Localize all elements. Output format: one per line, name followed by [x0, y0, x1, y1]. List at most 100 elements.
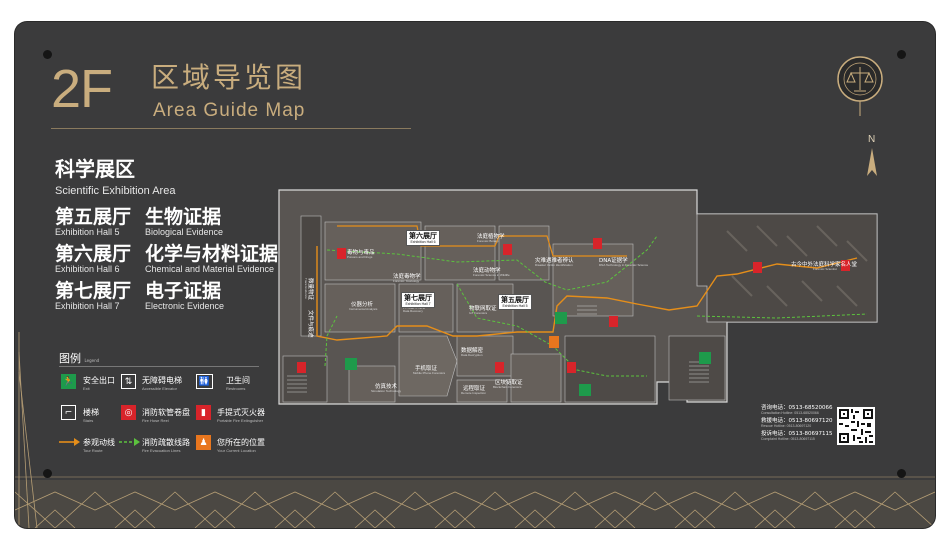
exit-icon: 🏃: [61, 374, 76, 389]
svg-text:古今中外法庭科学家名人堂: 古今中外法庭科学家名人堂: [791, 260, 858, 268]
screw: [43, 50, 52, 59]
svg-text:物联网取证: 物联网取证: [469, 304, 497, 312]
legend-restroom-label-en: Restrooms: [226, 386, 246, 391]
legend-exit-label-en: Exit: [83, 386, 90, 391]
hall-6-name: 第六展厅: [55, 243, 132, 265]
room-simulation: [348, 365, 396, 403]
svg-text:DNA Technology in Forensic Sci: DNA Technology in Forensic Science: [599, 263, 648, 267]
room-blockchain: [510, 353, 562, 403]
hall-5-topic: 生物证据: [145, 206, 222, 228]
exit-markers: [345, 312, 711, 396]
legend-tour-route-label-en: Tour Route: [83, 448, 103, 453]
legend-extinguisher-label-en: Portable Fire Extinguisher: [217, 418, 264, 423]
room-remote: [456, 379, 508, 403]
guide-board: 2F 区域导览图 Area Guide Map N 科学展区 Scientifi…: [15, 22, 935, 528]
you-are-here-icon: ♟: [196, 435, 211, 450]
svg-text:Data Recovery: Data Recovery: [403, 309, 423, 313]
svg-text:Disaster Victim Identification: Disaster Victim Identification: [535, 263, 573, 267]
legend-tour-route-label: 参观动线: [83, 438, 115, 447]
hall-7-name: 第七展厅: [55, 280, 132, 302]
svg-text:Forensic Toxicology: Forensic Toxicology: [393, 279, 420, 283]
hall-6-topic-en: Chemical and Material Evidence: [145, 264, 275, 274]
legend-you-are-here-label: 您所在的位置: [217, 438, 265, 447]
legend-evacuation-label-en: Fire Evacuation Lines: [142, 448, 181, 453]
legend-elevator-label-en: Accessible Elevator: [142, 386, 177, 391]
hall-5-topic-en: Biological Evidence: [145, 227, 224, 237]
hall-5-name-en: Exhibition Hall 5: [55, 227, 120, 237]
legend-title: 图例 Legend: [59, 352, 100, 365]
room-mobile: [398, 335, 458, 397]
elevator-icon: ⇅: [121, 374, 136, 389]
floor-number: 2F: [51, 59, 113, 119]
svg-text:IoT Forensics: IoT Forensics: [469, 311, 488, 315]
floor-plan-map: 毒物与毒品 Poisons and Drugs 法庭毒物学 Forensic T…: [278, 189, 878, 405]
fire-hose-icon: ◎: [121, 405, 136, 420]
page-subtitle: Area Guide Map: [153, 100, 306, 121]
stairs-icon: ⌐: [61, 405, 76, 420]
svg-text:仿真技术: 仿真技术: [375, 382, 398, 390]
svg-text:Remote Inspection: Remote Inspection: [461, 391, 486, 395]
svg-text:Instrumental Analysis: Instrumental Analysis: [349, 307, 378, 311]
legend-elevator-label: 无障碍电梯: [142, 376, 182, 385]
legend-evacuation-label: 消防疏散线路: [142, 438, 190, 447]
compass-label: N: [868, 134, 876, 145]
extinguisher-icon: ▮: [196, 405, 211, 420]
legend-exit-label: 安全出口: [83, 376, 115, 385]
qr-code-icon[interactable]: [837, 407, 875, 445]
legend-you-are-here-label-en: Your Current Location: [217, 448, 256, 453]
legend-divider: [59, 366, 259, 367]
legend-stairs-label-en: Stairs: [83, 418, 94, 423]
svg-text:法庭动物学: 法庭动物学: [473, 266, 501, 274]
page-title: 区域导览图: [151, 61, 307, 94]
fire-hose-markers: [297, 238, 850, 373]
you-are-here-marker: [549, 336, 559, 348]
svg-text:远程取证: 远程取证: [463, 384, 486, 392]
hall-5-name: 第五展厅: [55, 206, 132, 228]
svg-text:Mobile Phone Forensics: Mobile Phone Forensics: [413, 371, 446, 375]
svg-text:Trace Evidence: Trace Evidence: [304, 278, 308, 299]
screw: [897, 469, 906, 478]
hall-7-topic-en: Electronic Evidence: [145, 301, 225, 311]
svg-text:Data Decryption: Data Decryption: [461, 353, 483, 357]
svg-text:手机取证: 手机取证: [415, 364, 438, 372]
svg-text:法庭植物学: 法庭植物学: [477, 232, 505, 240]
screw: [43, 469, 52, 478]
svg-text:Forensic Scientist: Forensic Scientist: [813, 267, 837, 271]
screw: [897, 50, 906, 59]
hall-6-name-en: Exhibition Hall 6: [55, 264, 120, 274]
legend-fire-hose-label-en: Fire Hose Reel: [142, 418, 169, 423]
legend-fire-hose-label: 消防软管卷盘: [142, 408, 190, 417]
svg-text:DNA证据学: DNA证据学: [599, 256, 628, 264]
hall-7-name-en: Exhibition Hall 7: [55, 301, 120, 311]
svg-text:仪器分析: 仪器分析: [351, 300, 374, 308]
svg-text:Forensic Science in Wildlife: Forensic Science in Wildlife: [473, 273, 510, 277]
zone-title-en: Scientific Exhibition Area: [55, 185, 176, 197]
title-divider: [51, 128, 411, 129]
tour-route-line: [316, 246, 858, 341]
service-area: [564, 335, 656, 403]
svg-text:Blockchain Forensics: Blockchain Forensics: [493, 385, 522, 389]
room-instrumental: [324, 283, 396, 333]
svg-text:区块链取证: 区块链取证: [495, 378, 523, 386]
north-arrow-icon: [867, 148, 877, 176]
art-deco-decoration: [15, 332, 935, 528]
legend-extinguisher-label: 手提式灭火器: [217, 408, 265, 417]
room-dna: [552, 243, 634, 317]
svg-text:Simulation Technology: Simulation Technology: [371, 389, 401, 393]
svg-text:微量物证: 微量物证: [307, 278, 315, 301]
hall-7-topic: 电子证据: [145, 280, 222, 302]
legend-stairs-label: 楼梯: [83, 408, 99, 417]
svg-text:灾难遇难者辨认: 灾难遇难者辨认: [535, 256, 574, 264]
svg-text:数据解密: 数据解密: [461, 346, 484, 354]
hall-6-topic: 化学与材料证据: [145, 243, 279, 265]
svg-text:文件与痕迹: 文件与痕迹: [307, 310, 315, 338]
svg-text:毒物与毒品: 毒物与毒品: [347, 248, 375, 256]
tour-route-line: [337, 225, 627, 257]
stair-core-east: [668, 335, 726, 401]
evacuation-line-icon: [119, 438, 140, 446]
restroom-icon: 🚻: [196, 374, 213, 389]
zone-title: 科学展区: [55, 157, 135, 181]
